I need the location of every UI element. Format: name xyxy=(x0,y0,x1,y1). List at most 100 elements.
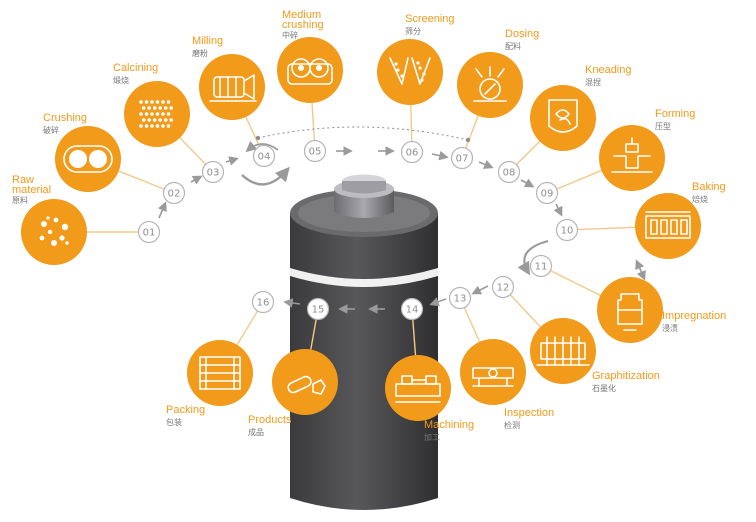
connector-line xyxy=(465,115,479,149)
step-number: 09 xyxy=(541,189,554,200)
flow-arrow xyxy=(190,175,203,185)
step-number: 10 xyxy=(561,226,574,237)
step-node-circle xyxy=(306,297,330,321)
step-node-circle xyxy=(497,160,521,184)
step-node-05: 05 xyxy=(303,139,327,163)
connector-line xyxy=(550,270,601,297)
step-number: 14 xyxy=(406,305,419,316)
step-node-circle xyxy=(535,181,559,205)
step-node-circle xyxy=(201,160,225,184)
step-node-circle xyxy=(448,286,472,310)
flow-arrow xyxy=(471,285,489,295)
step-label: Graphitization xyxy=(592,370,660,382)
step-node-02: 02 xyxy=(162,181,186,205)
icon-circle xyxy=(635,193,701,259)
screen-sieve-icon xyxy=(389,57,431,85)
icon-circle xyxy=(272,349,338,415)
connector-line xyxy=(310,319,317,350)
step-label: Kneading xyxy=(585,64,632,76)
step-node-04: 04 xyxy=(252,144,276,168)
step-number: 13 xyxy=(454,294,467,305)
icon-circle xyxy=(199,54,265,120)
step-node-09: 09 xyxy=(535,181,559,205)
icon-circle xyxy=(377,39,443,105)
step-number: 06 xyxy=(406,148,419,159)
step-label-zh: 压型 xyxy=(655,122,671,131)
step-icon-07 xyxy=(457,52,523,118)
step-icons xyxy=(21,37,701,421)
step-label: Machining xyxy=(424,419,474,431)
electrode-product-icon xyxy=(287,375,326,395)
step-label-zh: 煅烧 xyxy=(113,75,129,85)
step-label-zh: 磨粉 xyxy=(192,48,208,58)
flow-arrow xyxy=(241,166,290,186)
step-icon-09 xyxy=(599,125,665,191)
step-icon-14 xyxy=(385,355,451,421)
step-label: Dosing xyxy=(505,28,539,40)
step-label-zh: 石墨化 xyxy=(592,383,616,393)
step-node-circle xyxy=(400,297,424,321)
medium-crusher-icon xyxy=(287,58,333,85)
step-label: Milling xyxy=(192,35,223,47)
step-icon-08 xyxy=(530,85,596,151)
step-node-08: 08 xyxy=(497,160,521,184)
icon-circle xyxy=(460,339,526,405)
mill-icon xyxy=(209,74,257,102)
arc-dot xyxy=(465,137,471,143)
step-label-zh: 成品 xyxy=(248,427,264,437)
packing-crate-icon xyxy=(199,356,241,390)
step-label-zh: 焙烧 xyxy=(692,194,708,204)
step-number: 11 xyxy=(535,262,548,273)
step-label: Baking xyxy=(692,181,726,193)
step-node-circle xyxy=(251,290,275,314)
press-icon xyxy=(611,137,653,173)
step-number: 05 xyxy=(309,147,322,158)
flow-arrow xyxy=(520,178,535,188)
step-label-zh: 包装 xyxy=(166,417,182,427)
step-label: Screening xyxy=(405,13,455,25)
connector-lines xyxy=(87,102,636,356)
step-node-13: 13 xyxy=(448,286,472,310)
step-number: 15 xyxy=(312,305,325,316)
step-label: Impregnation xyxy=(662,310,726,322)
step-node-circle xyxy=(137,220,161,244)
step-icon-02 xyxy=(55,126,121,192)
kneader-icon xyxy=(548,99,578,133)
connector-line xyxy=(509,294,541,328)
step-number: 01 xyxy=(143,228,156,239)
flow-arrow xyxy=(245,140,279,153)
step-label-zh: 破碎 xyxy=(43,125,59,135)
connector-line xyxy=(311,102,316,141)
step-number: 02 xyxy=(168,189,181,200)
step-icon-06 xyxy=(377,39,443,105)
step-label-zh: 配料 xyxy=(505,41,521,51)
connector-line xyxy=(515,140,541,166)
step-number: 16 xyxy=(257,298,270,309)
icon-circle xyxy=(599,125,665,191)
step-number: 07 xyxy=(456,154,469,165)
icon-circle xyxy=(55,126,121,192)
connector-line xyxy=(412,319,417,356)
step-node-10: 10 xyxy=(555,218,579,242)
connector-line xyxy=(577,226,636,231)
step-node-06: 06 xyxy=(400,140,424,164)
step-node-circle xyxy=(529,254,553,278)
step-number: 08 xyxy=(503,168,516,179)
flow-arrow xyxy=(431,150,449,161)
step-icon-13 xyxy=(460,339,526,405)
baking-furnace-icon xyxy=(645,211,691,239)
connector-line xyxy=(245,116,261,147)
connector-line xyxy=(463,307,481,343)
step-label-zh: 混捏 xyxy=(585,78,601,87)
step-icon-12 xyxy=(530,318,596,384)
step-icon-03 xyxy=(124,81,190,147)
connector-line xyxy=(236,310,259,346)
step-node-14: 14 xyxy=(400,297,424,321)
step-node-07: 07 xyxy=(450,146,474,170)
connector-line xyxy=(556,169,602,190)
step-label: Crushing xyxy=(43,112,87,124)
